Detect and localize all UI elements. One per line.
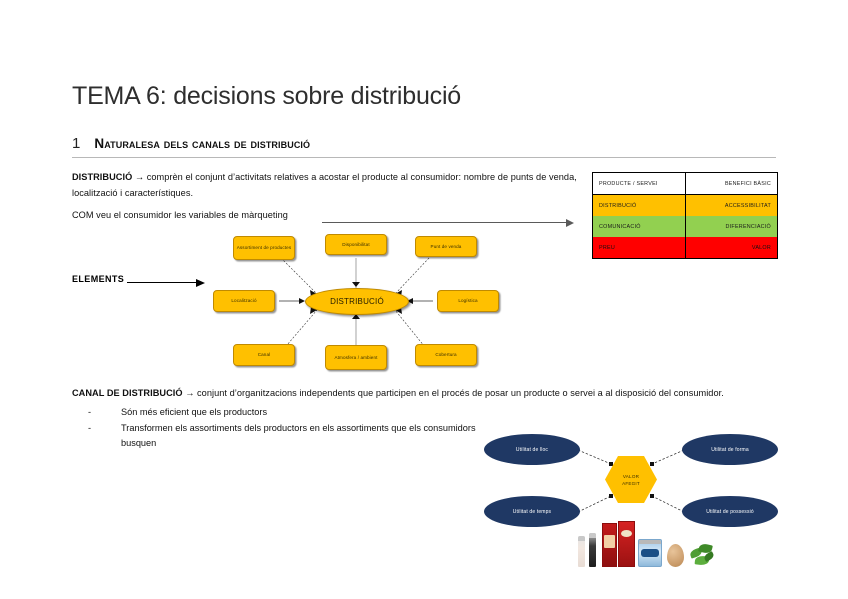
diagram-distribucio: Assortiment de productes Disponibilitat … [205,232,505,377]
diagram-center-distribucio: DISTRIBUCIÓ [305,288,409,315]
list-item: - Transformen els assortiments dels prod… [88,421,488,452]
cell-preu: PREU [593,237,686,258]
definition-canal: conjunt d’organitzacions independents qu… [194,388,724,398]
bullet-list: - Són més eficient que els productors - … [88,405,488,452]
product-photo-strip [572,521,732,567]
list-item-text: Transformen els assortiments dels produc… [121,422,476,449]
long-arrow-icon [322,218,574,227]
paragraph-canal-distribucio: CANAL DE DISTRIBUCIÓ → conjunt d’organit… [72,386,778,402]
cell-valor: VALOR [685,237,777,258]
heading-divider [72,157,776,158]
column-header-producte: PRODUCTE / SERVEI [593,173,686,195]
diagram-node-cobertura: Cobertura [415,344,477,366]
calve-can-image [638,539,662,567]
diagram-valor-connectors [577,449,685,513]
term-distribucio: DISTRIBUCIÓ [72,172,133,182]
valor-node-utilitat-de-possessio: Utilitat de possessió [682,496,778,527]
cell-distribucio: DISTRIBUCIÓ [593,194,686,216]
paragraph-distribucio: DISTRIBUCIÓ → comprèn el conjunt d’activ… [72,170,584,201]
elements-label: ELEMENTS [72,274,125,284]
table-row: PREU VALOR [593,237,777,258]
table-row: DISTRIBUCIÓ ACCESSIBILITAT [593,194,777,216]
valor-center-line2: AFEGIT [622,480,640,486]
elements-arrow-icon [127,278,205,287]
diagram-node-assortiment: Assortiment de productes [233,236,295,260]
cell-accessibilitat: ACCESSIBILITAT [685,194,777,216]
basil-image [689,542,716,567]
term-canal: CANAL DE DISTRIBUCIÓ [72,388,183,398]
valor-center-hexagon: VALOR AFEGIT [605,456,657,503]
column-header-benefici: BENEFICI BÀSIC [685,173,777,195]
page-title: TEMA 6: decisions sobre distribució [72,82,462,110]
diagram-node-canal: Canal [233,344,295,366]
arrow-symbol-1: → [134,172,145,182]
salt-mill-image [578,536,585,567]
diagram-node-atmosfera: Atmosfera / ambient [325,345,387,370]
red-package-1-image [602,523,617,567]
list-item-text: Són més eficient que els productors [121,407,268,417]
section-title: Naturalesa dels canals de distribució [94,136,311,151]
bullet-dash-icon: - [88,422,92,433]
diagram-node-logistica: Logística [437,290,499,312]
cell-comunicacio: COMUNICACIÓ [593,216,686,237]
egg-image [667,544,684,567]
diagram-valor-afegit: Utilitat de lloc Utilitat de forma Utili… [466,424,796,536]
valor-node-utilitat-de-temps: Utilitat de temps [484,496,580,527]
diagram-node-disponibilitat: Disponibilitat [325,234,387,255]
table-header-row: PRODUCTE / SERVEI BENEFICI BÀSIC [593,173,777,195]
list-item: - Són més eficient que els productors [88,405,488,421]
section-number: 1 [72,135,81,152]
valor-node-utilitat-de-lloc: Utilitat de lloc [484,434,580,465]
table-row: COMUNICACIÓ DIFERENCIACIÓ [593,216,777,237]
marketing-variables-table: PRODUCTE / SERVEI BENEFICI BÀSIC DISTRIB… [592,172,778,259]
definition-distribucio: comprèn el conjunt d’activitats relative… [72,172,577,198]
diagram-node-localitzacio: Localització [213,290,275,312]
valor-node-utilitat-de-forma: Utilitat de forma [682,434,778,465]
paragraph-com-veu: COM veu el consumidor les variables de m… [72,210,288,220]
red-package-2-image [618,521,635,567]
diagram-node-punt-de-venda: Punt de venda [415,236,477,257]
bullet-dash-icon: - [88,407,92,417]
cell-diferenciacio: DIFERENCIACIÓ [685,216,777,237]
pepper-mill-image [589,533,596,567]
arrow-symbol-2: → [185,388,195,398]
section-heading: 1 Naturalesa dels canals de distribució [72,135,776,158]
valor-center-line1: VALOR [622,473,640,479]
